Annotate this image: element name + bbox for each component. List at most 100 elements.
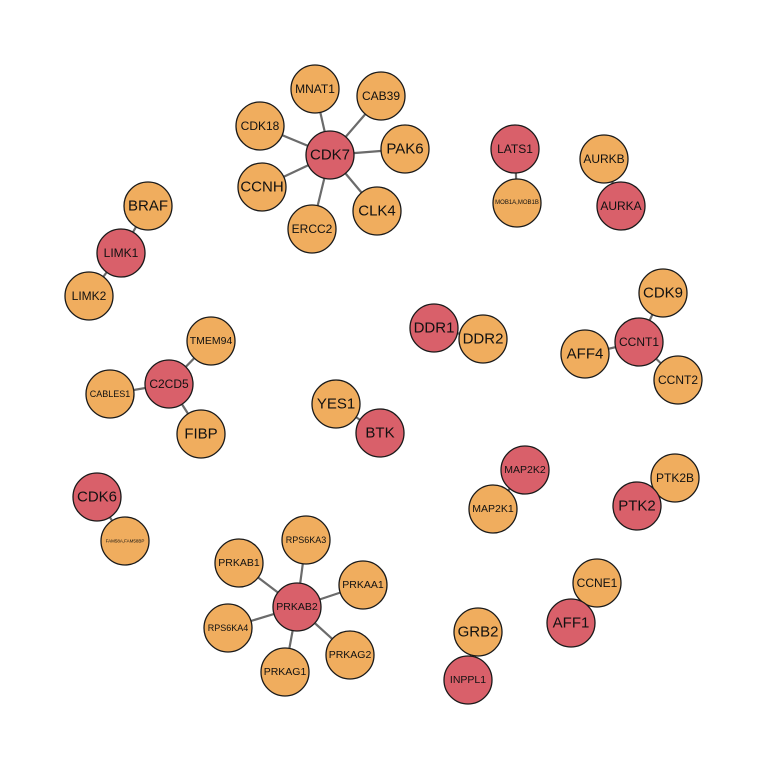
node-label-ccnt2: CCNT2 [658, 373, 698, 387]
node-circle-ccnh [237, 162, 287, 212]
node-circle-cdk9 [638, 268, 688, 318]
node-circle-limk1 [96, 228, 146, 278]
node-label-fibp: FIBP [184, 426, 217, 443]
node-label-rps6ka3: RPS6KA3 [286, 535, 327, 545]
node-label-fam58a: FAM58A,FAM58BP [106, 539, 145, 544]
node-label-cdk7: CDK7 [310, 147, 350, 164]
node-mob1a: MOB1A,MOB1B [492, 178, 542, 228]
node-label-lats1: LATS1 [497, 142, 533, 156]
node-circle-inppl1 [443, 655, 493, 705]
node-circle-prkab2 [272, 582, 322, 632]
node-label-prkab1: PRKAB1 [218, 557, 260, 569]
node-rps6ka3: RPS6KA3 [281, 515, 331, 565]
node-label-cdk6: CDK6 [77, 489, 117, 506]
node-label-prkab2: PRKAB2 [276, 601, 318, 613]
node-label-map2k2: MAP2K2 [504, 464, 546, 476]
node-circle-clk4 [352, 186, 402, 236]
node-label-braf: BRAF [128, 198, 168, 215]
node-circle-aff4 [560, 329, 610, 379]
node-mnat1: MNAT1 [290, 64, 340, 114]
node-circle-c2cd5 [144, 359, 194, 409]
node-label-aurkb: AURKB [583, 152, 624, 166]
node-ccnt2: CCNT2 [653, 355, 703, 405]
node-circle-cables1 [85, 369, 135, 419]
node-label-limk1: LIMK1 [104, 246, 139, 260]
node-label-ddr2: DDR2 [463, 331, 504, 348]
node-prkab1: PRKAB1 [214, 538, 264, 588]
node-btk: BTK [355, 408, 405, 458]
node-label-grb2: GRB2 [458, 624, 499, 641]
node-label-yes1: YES1 [317, 396, 355, 413]
node-fam58a: FAM58A,FAM58BP [100, 516, 150, 566]
node-ptk2b: PTK2B [650, 453, 700, 503]
node-ccnh: CCNH [237, 162, 287, 212]
node-braf: BRAF [123, 181, 173, 231]
node-grb2: GRB2 [453, 607, 503, 657]
node-circle-prkag2 [325, 630, 375, 680]
node-ccne1: CCNE1 [572, 558, 622, 608]
node-label-ccnh: CCNH [240, 179, 283, 196]
node-circle-ccnt2 [653, 355, 703, 405]
node-circle-lats1 [490, 124, 540, 174]
node-prkaa1: PRKAA1 [338, 560, 388, 610]
node-label-btk: BTK [365, 425, 394, 442]
node-map2k1: MAP2K1 [468, 484, 518, 534]
node-label-mnat1: MNAT1 [295, 82, 335, 96]
node-label-inppl1: INPPL1 [450, 674, 486, 686]
node-label-aff4: AFF4 [567, 346, 604, 363]
node-inppl1: INPPL1 [443, 655, 493, 705]
node-label-cab39: CAB39 [362, 89, 400, 103]
node-label-aff1: AFF1 [553, 615, 590, 632]
node-circle-aurka [596, 181, 646, 231]
node-circle-limk2 [64, 271, 114, 321]
node-prkag2: PRKAG2 [325, 630, 375, 680]
node-label-ercc2: ERCC2 [292, 222, 333, 236]
node-aurka: AURKA [596, 181, 646, 231]
node-circle-cdk7 [305, 130, 355, 180]
node-label-ptk2b: PTK2B [656, 471, 694, 485]
node-label-cables1: CABLES1 [90, 389, 131, 399]
node-circle-ptk2 [612, 481, 662, 531]
node-circle-yes1 [311, 379, 361, 429]
node-cdk7: CDK7 [305, 130, 355, 180]
node-cdk18: CDK18 [235, 101, 285, 151]
node-prkab2: PRKAB2 [272, 582, 322, 632]
node-cdk9: CDK9 [638, 268, 688, 318]
node-circle-ercc2 [287, 204, 337, 254]
node-circle-rps6ka3 [281, 515, 331, 565]
node-circle-aff1 [546, 598, 596, 648]
node-cables1: CABLES1 [85, 369, 135, 419]
node-limk1: LIMK1 [96, 228, 146, 278]
node-rps6ka4: RPS6KA4 [203, 603, 253, 653]
node-circle-prkab1 [214, 538, 264, 588]
node-c2cd5: C2CD5 [144, 359, 194, 409]
node-circle-ddr1 [409, 303, 459, 353]
node-clk4: CLK4 [352, 186, 402, 236]
node-label-rps6ka4: RPS6KA4 [208, 623, 249, 633]
node-aff4: AFF4 [560, 329, 610, 379]
node-cdk6: CDK6 [72, 472, 122, 522]
node-label-ccnt1: CCNT1 [619, 335, 659, 349]
node-label-ptk2: PTK2 [618, 498, 656, 515]
node-circle-fibp [176, 409, 226, 459]
node-label-c2cd5: C2CD5 [149, 377, 189, 391]
node-label-tmem94: TMEM94 [190, 335, 233, 347]
node-ddr1: DDR1 [409, 303, 459, 353]
node-circle-tmem94 [186, 316, 236, 366]
node-circle-prkaa1 [338, 560, 388, 610]
node-aurkb: AURKB [579, 134, 629, 184]
node-limk2: LIMK2 [64, 271, 114, 321]
node-circle-mnat1 [290, 64, 340, 114]
node-ptk2: PTK2 [612, 481, 662, 531]
node-circle-map2k1 [468, 484, 518, 534]
node-circle-ccnt1 [614, 317, 664, 367]
node-label-limk2: LIMK2 [72, 289, 107, 303]
node-circle-grb2 [453, 607, 503, 657]
node-label-prkaa1: PRKAA1 [342, 579, 384, 591]
node-prkag1: PRKAG1 [260, 647, 310, 697]
node-circle-btk [355, 408, 405, 458]
node-circle-map2k2 [500, 445, 550, 495]
node-circle-ddr2 [458, 314, 508, 364]
node-ercc2: ERCC2 [287, 204, 337, 254]
